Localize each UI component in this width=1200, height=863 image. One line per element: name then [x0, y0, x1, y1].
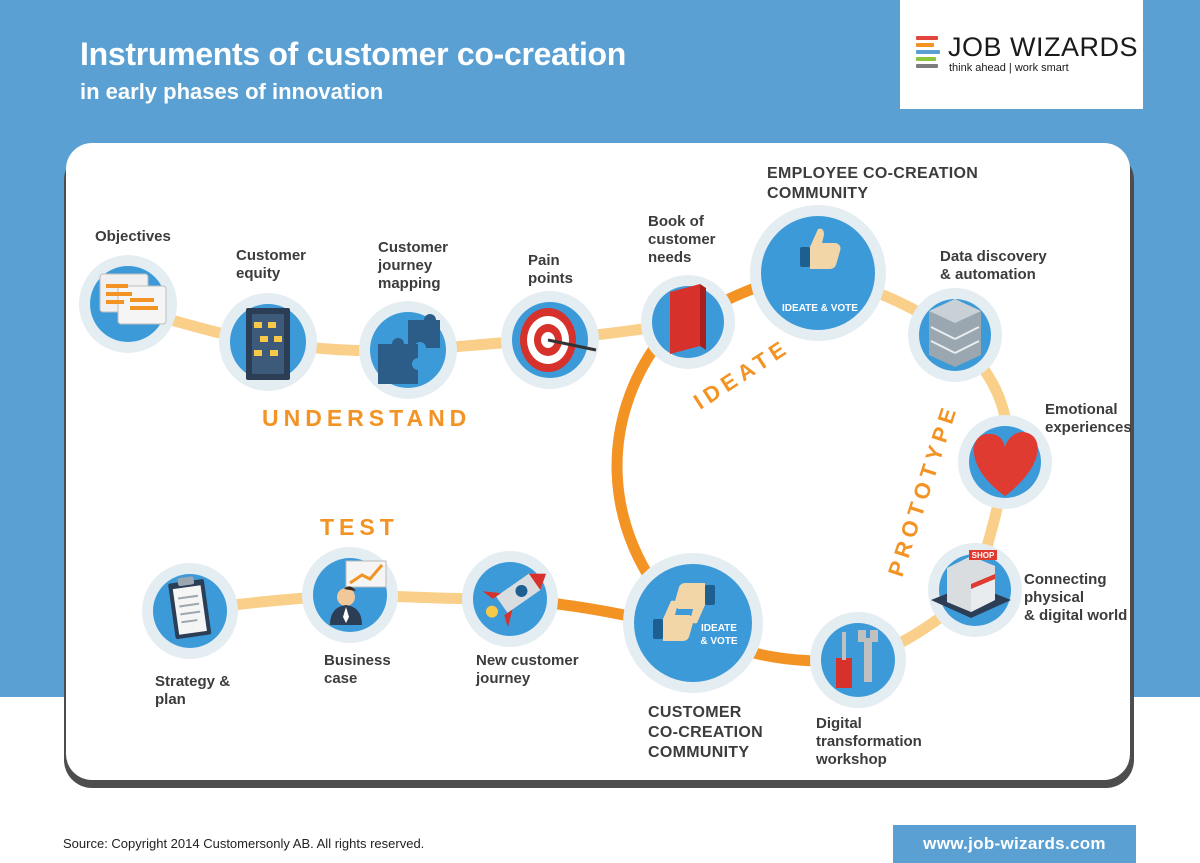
heart-icon	[973, 432, 1038, 496]
label-customer-equity: Customer equity	[236, 247, 307, 282]
label-new-journey: New customer journey	[476, 652, 579, 687]
shop-icon: SHOP	[931, 550, 1011, 618]
tools-icon	[836, 630, 878, 688]
label-digital-workshop: Digital transformation workshop	[816, 715, 922, 768]
phase-test: TEST	[320, 514, 399, 540]
thumbs-up-icon	[800, 228, 841, 269]
node-digital-workshop	[810, 612, 906, 708]
speech-bubbles-icon	[99, 273, 167, 325]
website-link[interactable]: www.job-wizards.com	[893, 825, 1136, 863]
node-new-journey	[462, 551, 558, 647]
logo-tagline: think ahead | work smart	[949, 62, 1069, 74]
label-business-case: Business case	[324, 652, 391, 687]
rocket-icon	[482, 573, 547, 628]
node-book-needs	[641, 275, 735, 369]
node-strategy	[142, 563, 238, 659]
server-icon	[929, 299, 981, 367]
label-book-needs: Book of customer needs	[648, 213, 716, 266]
thumbs-down-icon	[674, 583, 715, 624]
label-pain-points: Pain points	[528, 252, 573, 287]
node-employee-community: IDEATE & VOTE	[750, 205, 886, 341]
label-connecting: Connecting physical & digital world	[1024, 571, 1128, 624]
page-title: Instruments of customer co-creation	[80, 36, 627, 72]
page-subtitle: in early phases of innovation	[80, 79, 384, 104]
shop-sign-text: SHOP	[972, 551, 995, 560]
book-icon	[670, 284, 706, 354]
thumbs-up-small-icon	[653, 600, 694, 641]
diagram-card	[66, 143, 1130, 780]
logo-bars-icon	[916, 36, 940, 72]
node-customer-equity	[219, 293, 317, 391]
node-connecting: SHOP	[928, 543, 1022, 637]
node-business-case	[302, 547, 398, 643]
employee-community-inner-label: IDEATE & VOTE	[782, 303, 858, 314]
node-journey-mapping	[359, 301, 457, 399]
customer-community-inner-line2: & VOTE	[700, 636, 738, 647]
target-icon	[520, 308, 597, 372]
label-customer-community: CUSTOMER CO-CREATION COMMUNITY	[648, 704, 763, 761]
customer-community-inner-line1: IDEATE	[701, 623, 737, 634]
node-pain-points	[501, 291, 599, 389]
node-objectives	[79, 255, 177, 353]
node-data-discovery	[908, 288, 1002, 382]
clipboard-icon	[168, 576, 212, 639]
label-journey-mapping: Customer journey mapping	[378, 239, 449, 292]
puzzle-icon	[378, 314, 440, 384]
phase-understand: UNDERSTAND	[262, 405, 472, 431]
businessman-icon	[330, 560, 387, 625]
label-emotional: Emotional experiences	[1045, 401, 1132, 436]
abacus-icon	[246, 308, 290, 380]
label-data-discovery: Data discovery & automation	[940, 248, 1047, 283]
source-credit: Source: Copyright 2014 Customersonly AB.…	[63, 836, 425, 851]
label-objectives: Objectives	[95, 228, 171, 245]
logo[interactable]: JOB WIZARDS think ahead | work smart	[900, 0, 1143, 109]
label-strategy: Strategy & plan	[155, 673, 231, 708]
label-employee-community: EMPLOYEE CO-CREATION COMMUNITY	[767, 165, 979, 202]
node-customer-community: IDEATE & VOTE	[623, 553, 763, 693]
logo-name: JOB WIZARDS	[948, 32, 1139, 62]
node-emotional	[958, 415, 1052, 509]
